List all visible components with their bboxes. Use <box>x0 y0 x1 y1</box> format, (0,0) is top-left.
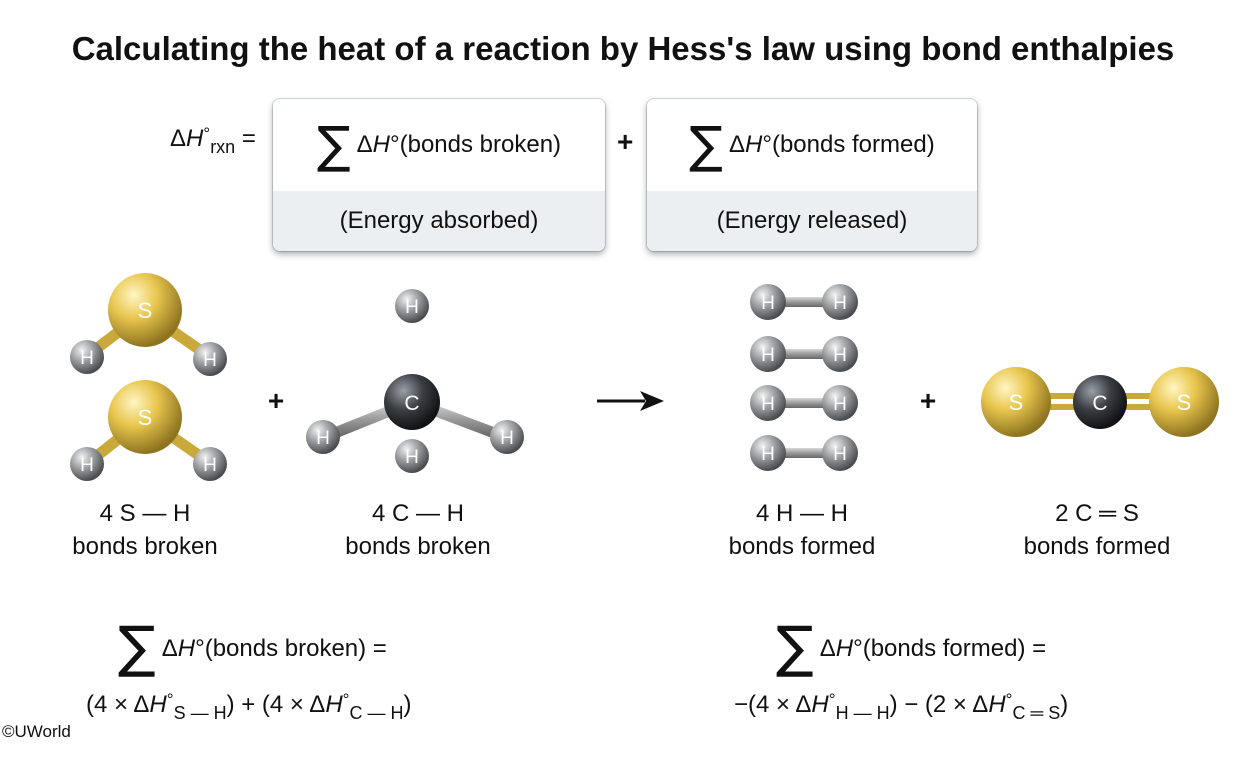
svg-text:H: H <box>761 345 775 366</box>
energy-released-label: (Energy released) <box>647 191 977 251</box>
atom-label-s: S <box>138 405 153 430</box>
ch-bonds-label: 4 C — H bonds broken <box>345 500 491 560</box>
svg-text:H: H <box>833 444 847 465</box>
h2-molecule: H H <box>750 284 858 320</box>
atom-label-h: H <box>80 455 94 476</box>
hydrogen-atom <box>490 420 524 454</box>
carbon-atom <box>384 374 440 430</box>
hydrogen-atom <box>70 340 104 374</box>
atom-label-s: S <box>1177 390 1192 415</box>
atom-label-s: S <box>138 298 153 323</box>
ch4-molecule: H C H H H <box>306 289 524 473</box>
sulfur-atom <box>981 367 1051 437</box>
sigma-icon: ∑ <box>776 615 814 680</box>
bonds-formed-term: ∑ ΔH°(bonds formed) <box>689 116 935 174</box>
hydrogen-atom <box>306 420 340 454</box>
sulfur-atom <box>1149 367 1219 437</box>
atom-label-s: S <box>1009 390 1024 415</box>
sulfur-atom <box>108 380 182 454</box>
h2-molecules: H H H H H H H H <box>750 284 858 471</box>
atom-label-h: H <box>316 428 330 449</box>
reaction-scheme: S H H S H H + H C H H H <box>70 273 1219 481</box>
svg-text:H: H <box>761 394 775 415</box>
sulfur-atom <box>108 273 182 347</box>
h2-molecule: H H <box>750 435 858 471</box>
sh-bonds-label: 4 S — H bonds broken <box>72 500 218 560</box>
reaction-plus-2: + <box>920 385 936 416</box>
svg-text:H: H <box>833 293 847 314</box>
sum-bonds-broken: ∑ΔH°(bonds broken) = <box>118 615 387 680</box>
h2s-molecule-2: S H H <box>70 380 227 481</box>
hh-bonds-label: 4 H — H bonds formed <box>728 500 876 560</box>
svg-text:H: H <box>833 394 847 415</box>
cs-bonds-label: 2 C ═ S bonds formed <box>1023 500 1171 560</box>
atom-label-c: C <box>1092 392 1107 415</box>
energy-absorbed-label: (Energy absorbed) <box>273 191 605 251</box>
hydrogen-atom <box>395 289 429 323</box>
hydrogen-atom <box>193 447 227 481</box>
svg-text:H: H <box>761 444 775 465</box>
copyright: ©UWorld <box>2 722 71 741</box>
hydrogen-atom <box>70 447 104 481</box>
sigma-icon: ∑ <box>689 116 723 174</box>
bonds-broken-box: ∑ ΔH°(bonds broken) (Energy absorbed) <box>273 99 605 251</box>
atom-label-h: H <box>405 447 419 468</box>
atom-label-h: H <box>80 348 94 369</box>
right-arrow-icon <box>597 391 664 411</box>
svg-text:H: H <box>833 345 847 366</box>
h2s-molecule-1: S H H <box>70 273 227 376</box>
atom-label-h: H <box>203 455 217 476</box>
hydrogen-atom <box>193 342 227 376</box>
h2-molecule: H H <box>750 336 858 372</box>
svg-text:H: H <box>761 293 775 314</box>
atom-label-h: H <box>405 297 419 318</box>
equation-plus: + <box>617 126 634 157</box>
delta-h-rxn: ΔH°rxn = <box>170 124 256 157</box>
page-title: Calculating the heat of a reaction by He… <box>71 30 1175 67</box>
atom-label-h: H <box>203 350 217 371</box>
sum-bonds-formed: ∑ΔH°(bonds formed) = <box>776 615 1047 680</box>
hydrogen-atom <box>395 439 429 473</box>
cs2-molecule: S C S <box>981 367 1219 437</box>
carbon-atom <box>1073 375 1127 429</box>
bonds-broken-term: ∑ ΔH°(bonds broken) <box>316 116 562 174</box>
atom-label-h: H <box>500 428 514 449</box>
atom-label-c: C <box>404 392 419 415</box>
h2-molecule: H H <box>750 385 858 421</box>
bonds-formed-box: ∑ ΔH°(bonds formed) (Energy released) <box>647 99 977 251</box>
sigma-icon: ∑ <box>118 615 156 680</box>
sum-bonds-broken-expression: (4 × ΔH°S — H) + (4 × ΔH°C — H) <box>86 690 412 723</box>
sum-bonds-formed-expression: −(4 × ΔH°H — H) − (2 × ΔH°C ═ S) <box>734 690 1069 723</box>
sigma-icon: ∑ <box>316 116 351 174</box>
reaction-plus-1: + <box>268 385 284 416</box>
